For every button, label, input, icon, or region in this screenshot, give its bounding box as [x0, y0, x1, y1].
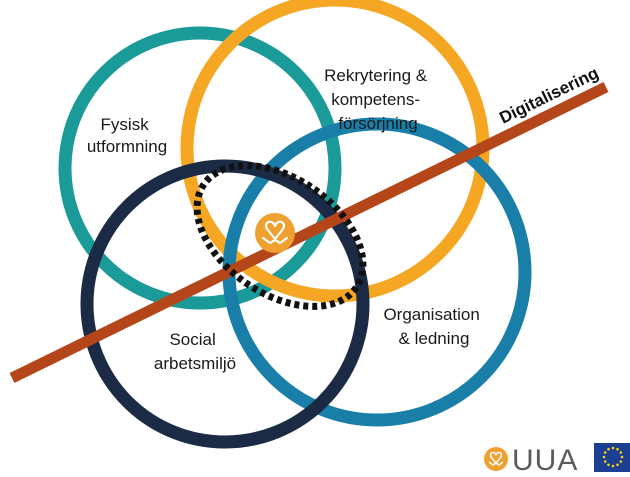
label-rekrytering-line1: Rekrytering &: [324, 66, 428, 85]
logo-text: UUA: [512, 444, 578, 472]
label-organisation: Organisation & ledning: [383, 305, 484, 348]
label-rekrytering-line2: kompetens-: [331, 90, 420, 109]
digitalisering-axis: [9, 82, 609, 383]
logo-handshake-heart-icon: [484, 447, 508, 471]
label-organisation-line2: & ledning: [399, 329, 470, 348]
label-rekrytering: Rekrytering & kompetens- försörjning: [324, 66, 432, 133]
circle-social: [80, 159, 370, 449]
label-fysisk-line2: utformning: [87, 137, 167, 156]
uua-logo: UUA: [484, 444, 578, 477]
label-fysisk: Fysisk utformning: [87, 115, 167, 156]
eu-flag-icon: [594, 443, 630, 472]
center-ellipse: [193, 162, 367, 310]
label-organisation-line1: Organisation: [383, 305, 479, 324]
circle-fysisk: [58, 26, 342, 310]
handshake-heart-icon: [255, 213, 295, 253]
label-social-line1: Social: [169, 330, 215, 349]
label-rekrytering-line3: försörjning: [338, 114, 417, 133]
label-social: Social arbetsmiljö: [154, 330, 236, 373]
label-fysisk-line1: Fysisk: [101, 115, 150, 134]
label-social-line2: arbetsmiljö: [154, 354, 236, 373]
